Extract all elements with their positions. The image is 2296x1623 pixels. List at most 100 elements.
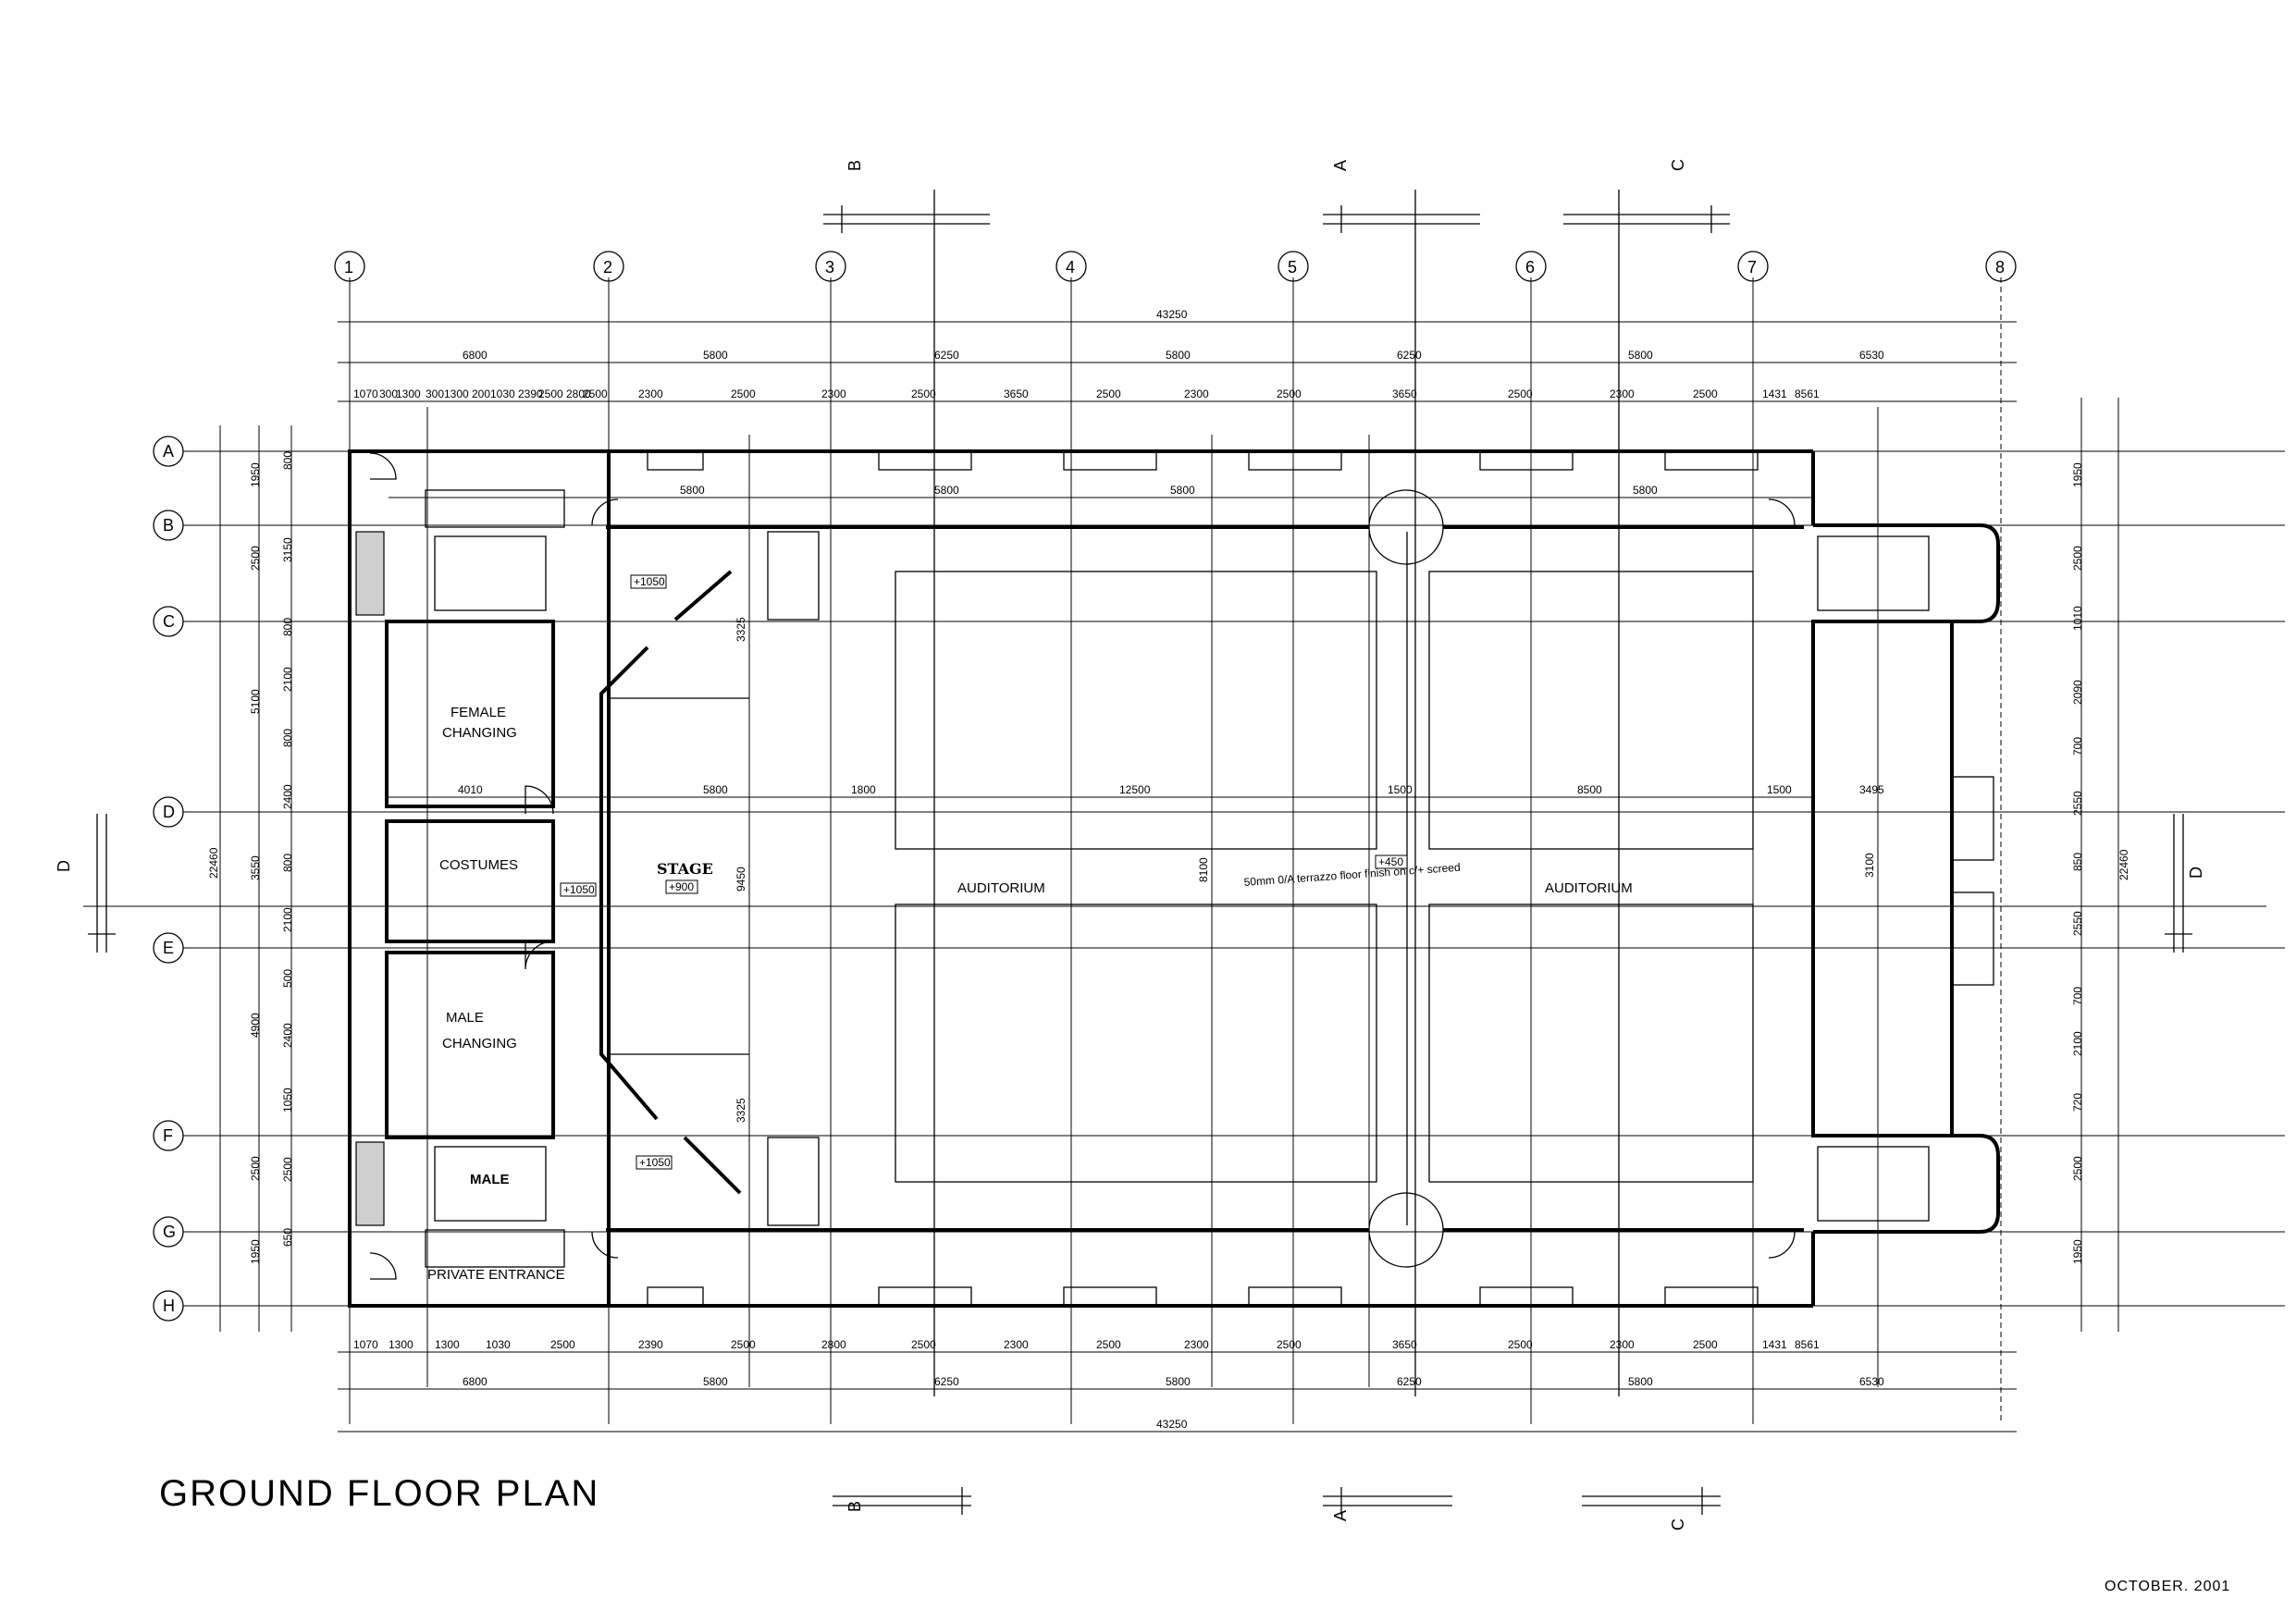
dim-left-inner: 2400	[281, 784, 294, 809]
grid-row-label: C	[163, 612, 175, 631]
room-label-male-changing: CHANGING	[442, 1036, 517, 1051]
dim-top-sub: 8561	[1795, 387, 1820, 400]
grid-column-label: 3	[825, 258, 834, 277]
room-label-male: MALE	[446, 1010, 484, 1026]
dim-top-sub: 1070	[353, 387, 378, 400]
grid-row-label: A	[163, 442, 174, 461]
dim-right-inner: 2100	[2071, 1031, 2084, 1056]
dim-interior: 8100	[1197, 857, 1210, 882]
dim-bottom-sub: 1431	[1762, 1338, 1787, 1351]
dim-top-bay: 6530	[1859, 349, 1884, 362]
dim-bottom-sub: 2300	[1184, 1338, 1209, 1351]
drawing-date: OCTOBER. 2001	[2105, 1579, 2230, 1594]
level-tag-auditorium: +450	[1378, 855, 1403, 868]
dim-top-sub: 2500	[538, 387, 563, 400]
grid-column-label: 5	[1288, 258, 1297, 277]
dim-top-bay: 5800	[1628, 349, 1653, 362]
dim-interior: 5800	[680, 484, 705, 497]
dim-interior: 8500	[1577, 783, 1602, 796]
dim-right-inner: 850	[2071, 853, 2084, 871]
dim-bottom-bay: 6530	[1859, 1375, 1884, 1388]
dim-bottom-bay: 6800	[463, 1375, 488, 1388]
dim-top-overall: 43250	[1156, 308, 1188, 321]
section-label-b-bottom: B	[846, 1501, 864, 1512]
dim-left-inner: 1050	[281, 1088, 294, 1113]
dimensions-left: 22460 1950 2500 5100 3550 4900 2500 1950…	[207, 425, 294, 1332]
dim-top-sub: 1300	[396, 387, 421, 400]
dim-top-sub: 200	[472, 387, 490, 400]
dim-bottom-bay: 6250	[934, 1375, 959, 1388]
dim-right-overall: 22460	[2117, 849, 2130, 880]
dim-bottom-sub: 2500	[550, 1338, 575, 1351]
dim-interior: 1500	[1767, 783, 1792, 796]
dim-top-sub: 1431	[1762, 387, 1787, 400]
dim-left-outer: 3550	[249, 855, 262, 880]
dim-left-overall: 22460	[207, 847, 220, 879]
dim-bottom-bay: 6250	[1397, 1375, 1422, 1388]
dim-top-sub: 3650	[1004, 387, 1029, 400]
drawing-title: GROUND FLOOR PLAN	[159, 1473, 599, 1514]
room-label-private-entrance: PRIVATE ENTRANCE	[427, 1267, 565, 1283]
grid-row-e: E	[153, 932, 2285, 964]
dim-top-sub: 2500	[1277, 387, 1302, 400]
dim-bottom-sub: 2500	[1096, 1338, 1121, 1351]
dim-top-sub: 3650	[1392, 387, 1417, 400]
grid-row-label: B	[163, 516, 174, 535]
grid-column-3: 3	[815, 251, 846, 1424]
dim-bottom-sub: 2800	[821, 1338, 846, 1351]
grid-column-4: 4	[1055, 251, 1087, 1424]
dim-interior: 5800	[934, 484, 959, 497]
dim-bottom-sub: 2500	[731, 1338, 756, 1351]
dim-top-bay: 6800	[463, 349, 488, 362]
building-walls	[348, 449, 2000, 1308]
dim-top-sub: 2300	[638, 387, 663, 400]
dim-top-sub: 1300	[444, 387, 469, 400]
grid-row-d: D	[153, 796, 2285, 828]
section-marker-d-left: D	[55, 814, 2266, 953]
dim-top-bay: 6250	[1397, 349, 1422, 362]
dim-interior: 3495	[1859, 783, 1884, 796]
dim-left-outer: 1950	[249, 462, 262, 487]
grid-column-label: 2	[603, 258, 612, 277]
dimensions-top: 43250 6800 5800 6250 5800 6250 5800 6530…	[338, 308, 2017, 402]
section-label-d-left: D	[55, 860, 73, 872]
dim-bottom-bay: 5800	[1166, 1375, 1191, 1388]
section-label-a-bottom: A	[1331, 1510, 1350, 1521]
dim-top-sub: 2500	[1508, 387, 1533, 400]
dim-top-sub: 2300	[1184, 387, 1209, 400]
level-tag-stage: +900	[669, 880, 694, 893]
dim-bottom-overall: 43250	[1156, 1418, 1188, 1431]
dim-left-inner: 800	[281, 854, 294, 872]
section-marker-c-bottom: C	[1582, 1487, 1721, 1531]
room-label-female-changing: CHANGING	[442, 725, 517, 741]
grid-column-7: 7	[1737, 251, 1769, 1424]
dim-top-sub: 300	[379, 387, 398, 400]
dimensions-bottom: 43250 6800 5800 6250 5800 6250 5800 6530…	[338, 1338, 2017, 1432]
dim-bottom-sub: 2500	[1693, 1338, 1718, 1351]
dim-right-inner: 2090	[2071, 680, 2084, 705]
dim-top-sub: 2500	[1693, 387, 1718, 400]
dim-top-sub: 2300	[1610, 387, 1635, 400]
grid-row-label: F	[163, 1126, 173, 1145]
dim-top-bay: 6250	[934, 349, 959, 362]
section-marker-b-bottom: B	[833, 1487, 971, 1515]
section-label-d-right: D	[2187, 867, 2205, 879]
dim-right-inner: 720	[2071, 1093, 2084, 1112]
dim-interior: 3325	[734, 617, 747, 642]
dim-right-inner: 2500	[2071, 546, 2084, 571]
dim-bottom-sub: 1030	[486, 1338, 511, 1351]
dim-right-inner: 2550	[2071, 911, 2084, 936]
dim-right-inner: 700	[2071, 737, 2084, 756]
dim-interior: 3100	[1863, 853, 1876, 878]
dim-bottom-sub: 2300	[1004, 1338, 1029, 1351]
dim-bottom-sub: 2390	[638, 1338, 663, 1351]
dim-top-sub: 2300	[821, 387, 846, 400]
dim-left-inner: 2500	[281, 1157, 294, 1182]
title-block: GROUND FLOOR PLAN OCTOBER. 2001	[159, 1473, 2230, 1594]
dim-top-bay: 5800	[1166, 349, 1191, 362]
room-label-female: FEMALE	[451, 705, 506, 720]
dim-bottom-sub: 3650	[1392, 1338, 1417, 1351]
dim-left-inner: 500	[281, 969, 294, 988]
interior-dimensions: 5800 5800 5800 5800 4010 5800 1800 12500…	[389, 484, 1884, 1123]
